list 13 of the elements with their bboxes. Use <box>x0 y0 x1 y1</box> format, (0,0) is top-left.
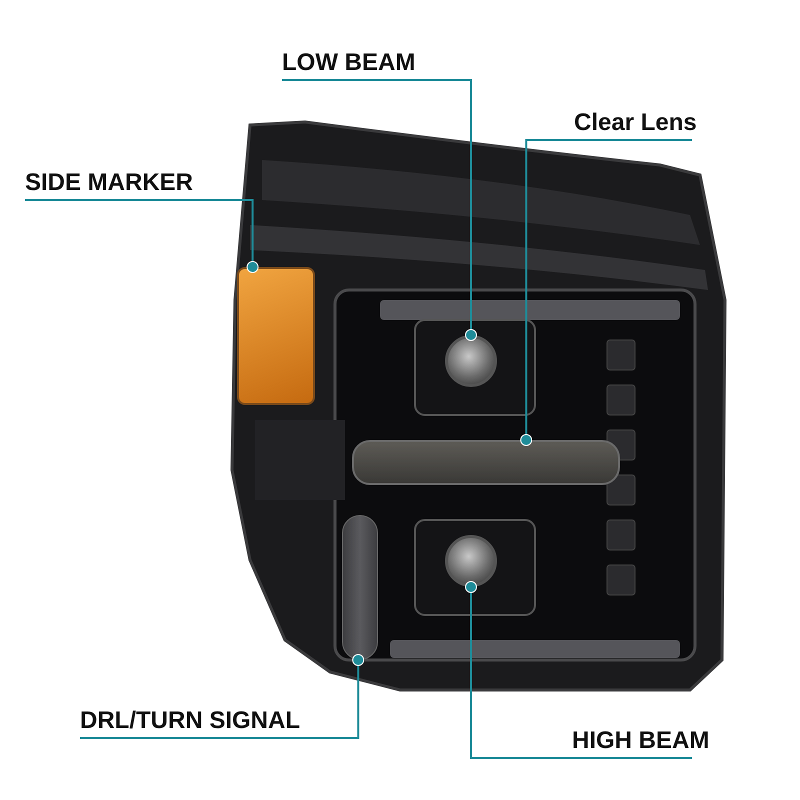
leader-line <box>80 654 364 739</box>
leader-line <box>520 139 692 446</box>
side-marker-lens <box>237 267 315 405</box>
clear-lens-bar <box>352 440 620 485</box>
callout-label: SIDE MARKER <box>25 168 194 200</box>
callout-label: HIGH BEAM <box>572 726 710 758</box>
leader-line <box>282 79 477 341</box>
callout-label: Clear Lens <box>574 108 697 140</box>
callout-label: LOW BEAM <box>282 48 416 80</box>
callout-label: DRL/TURN SIGNAL <box>80 706 300 738</box>
drl-light-bar <box>342 515 378 660</box>
leader-line <box>465 581 692 759</box>
leader-line <box>25 199 259 273</box>
